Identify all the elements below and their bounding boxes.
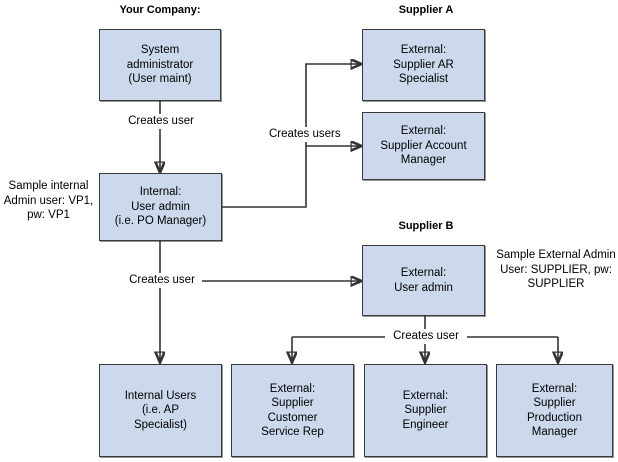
note-external-admin-line4: pw: SUPPLIER <box>527 263 612 291</box>
node-internal-user-admin[interactable]: Internal: User admin (i.e. PO Manager) <box>99 173 222 241</box>
node-system-administrator-line2: administrator <box>126 58 194 71</box>
node-supplier-customer-service-rep[interactable]: External: Supplier Customer Service Rep <box>231 364 354 457</box>
edge-label-creates-user-top-line1: Creates <box>128 115 169 127</box>
note-external-admin-line3: SUPPLIER, <box>530 263 591 276</box>
node-internal-user-admin-line1: Internal: <box>139 186 182 199</box>
node-external-user-admin[interactable]: External: User admin <box>362 245 485 316</box>
node-external-user-admin-line1: External: <box>400 267 447 279</box>
node-internal-user-admin-line3: (i.e. PO Manager) <box>114 215 207 228</box>
node-system-administrator-line3: (User maint) <box>128 73 192 86</box>
node-system-administrator[interactable]: System administrator (User maint) <box>99 29 221 101</box>
node-supplier-account-manager-line3: Manager <box>400 154 447 167</box>
node-supplier-customer-service-rep-line3: Customer <box>267 411 318 424</box>
group-title-supplier-b: Supplier B <box>398 220 454 232</box>
node-supplier-production-manager-line2: Supplier <box>533 397 576 409</box>
node-internal-users-line1: Internal Users <box>124 389 197 402</box>
node-internal-users-line3: Specialist) <box>133 418 188 431</box>
node-supplier-customer-service-rep-line1: External: <box>269 382 316 395</box>
edge-label-creates-user-bottom: Creates user <box>385 329 467 344</box>
node-external-user-admin-line2: User admin <box>394 281 453 294</box>
node-supplier-engineer-line2: Supplier <box>404 404 447 417</box>
node-internal-users-line2: (i.e. AP <box>141 404 180 417</box>
node-supplier-engineer-line3: Engineer <box>402 418 449 431</box>
node-supplier-production-manager-line4: Manager <box>531 426 578 438</box>
node-supplier-production-manager-line1: External: <box>531 382 578 395</box>
node-supplier-production-manager[interactable]: External: Supplier Production Manager <box>496 364 613 457</box>
node-supplier-ar-specialist-line2: Supplier AR <box>393 58 454 71</box>
node-supplier-account-manager[interactable]: External: Supplier Account Manager <box>362 112 485 180</box>
note-external-admin-line1: Sample External <box>496 249 581 261</box>
edge-label-creates-users-right: Creates users <box>268 127 341 142</box>
note-internal-admin-line3: VP1, pw: VP1 <box>27 194 94 222</box>
note-internal-admin-credentials: Sample internal Admin user: VP1, pw: VP1 <box>0 179 97 223</box>
group-title-supplier-a: Supplier A <box>398 4 454 16</box>
node-supplier-ar-specialist[interactable]: External: Supplier AR Specialist <box>362 29 485 101</box>
edge-label-creates-user-top: Creates user <box>122 114 200 129</box>
node-supplier-ar-specialist-line1: External: <box>400 44 447 57</box>
node-internal-users[interactable]: Internal Users (i.e. AP Specialist) <box>99 364 222 457</box>
node-supplier-ar-specialist-line3: Specialist <box>398 73 449 86</box>
node-supplier-account-manager-line1: External: <box>400 125 447 138</box>
node-supplier-customer-service-rep-line2: Supplier <box>271 397 314 409</box>
group-title-your-company: Your Company: <box>119 4 201 16</box>
node-supplier-customer-service-rep-line4: Service Rep <box>261 426 324 438</box>
note-internal-admin-line2: Admin user: <box>3 194 66 207</box>
edge-label-creates-user-mid: Creates user <box>122 273 202 288</box>
node-supplier-engineer[interactable]: External: Supplier Engineer <box>364 364 487 457</box>
edge-label-creates-users-right-line1: Creates <box>269 128 310 140</box>
node-supplier-account-manager-line2: Supplier Account <box>380 139 467 152</box>
node-supplier-engineer-line1: External: <box>402 389 449 402</box>
edge-label-creates-user-top-line2: user <box>171 115 194 127</box>
note-internal-admin-line1: Sample internal <box>8 180 89 192</box>
node-system-administrator-line1: System <box>140 44 180 57</box>
edge-label-creates-users-right-line2: users <box>312 128 341 140</box>
node-internal-user-admin-line2: User admin <box>131 200 190 213</box>
note-external-admin-credentials: Sample External Admin User: SUPPLIER, pw… <box>496 248 616 292</box>
node-supplier-production-manager-line3: Production <box>527 411 582 424</box>
note-external-admin-line2: Admin User: <box>500 249 616 276</box>
